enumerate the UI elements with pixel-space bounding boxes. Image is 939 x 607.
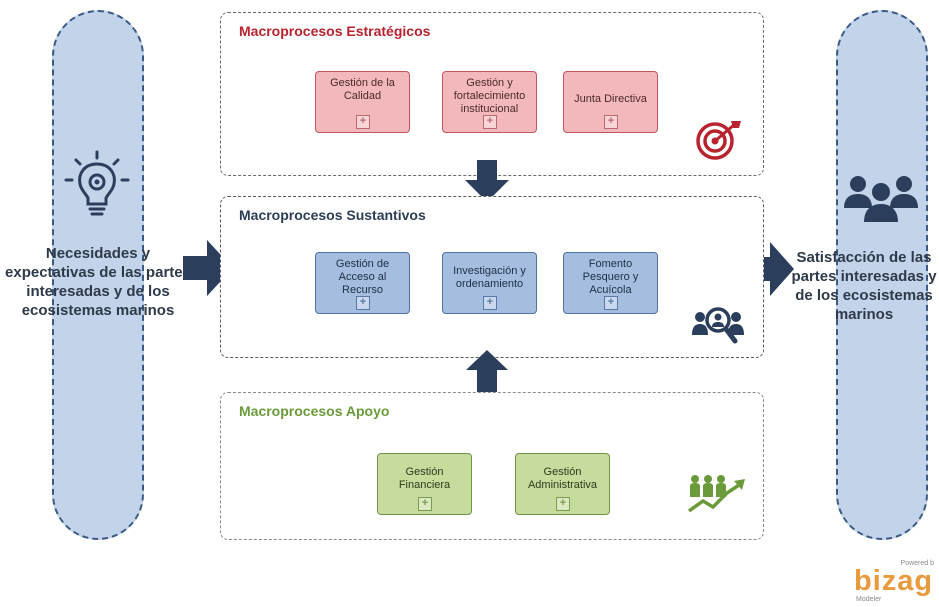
input-pill — [52, 10, 144, 540]
input-text: Necesidades y expectativas de las partes… — [5, 245, 191, 319]
group-title: Macroprocesos Apoyo — [239, 403, 390, 419]
process-fortalecimiento[interactable]: Gestión y fortalecimiento institucional … — [442, 71, 537, 133]
output-pill — [836, 10, 928, 540]
expand-icon[interactable]: + — [604, 115, 618, 129]
input-arrow — [183, 240, 233, 296]
target-icon — [696, 121, 741, 160]
process-label: Junta Directiva — [574, 93, 647, 105]
process-administrativa[interactable]: Gestión Administrativa + — [515, 453, 610, 515]
process-label: Fomento Pesquero y Acuícola — [582, 258, 639, 296]
expand-icon[interactable]: + — [483, 115, 497, 129]
up-arrow — [466, 350, 508, 392]
team-growth-icon — [687, 475, 745, 513]
process-label: Gestión de Acceso al Recurso — [335, 258, 390, 296]
process-label: Gestión y fortalecimiento institucional — [453, 77, 526, 115]
expand-icon[interactable]: + — [356, 115, 370, 129]
search-people-icon — [692, 307, 744, 344]
expand-icon[interactable]: + — [604, 296, 618, 310]
group-apoyo: Macroprocesos Apoyo Gestión Financiera +… — [220, 392, 764, 540]
process-label: Gestión Financiera — [398, 466, 451, 491]
watermark-brand: bizag — [854, 565, 934, 597]
process-financiera[interactable]: Gestión Financiera + — [377, 453, 472, 515]
group-sustantivos: Macroprocesos Sustantivos Gestión de Acc… — [220, 196, 764, 358]
expand-icon[interactable]: + — [483, 296, 497, 310]
people-group-icon — [844, 176, 918, 222]
group-title: Macroprocesos Estratégicos — [239, 23, 431, 39]
output-text: Satisfacción de las partes interesadas y… — [791, 249, 937, 323]
process-junta-directiva[interactable]: Junta Directiva + — [563, 71, 658, 133]
process-label: Investigación y ordenamiento — [453, 265, 526, 290]
expand-icon[interactable]: + — [418, 497, 432, 511]
group-estrategicos: Macroprocesos Estratégicos Gestión de la… — [220, 12, 764, 176]
process-fomento[interactable]: Fomento Pesquero y Acuícola + — [563, 252, 658, 314]
expand-icon[interactable]: + — [356, 296, 370, 310]
process-label: Gestión Administrativa — [527, 466, 598, 491]
lightbulb-gear-icon — [64, 150, 130, 216]
watermark-powered-by: Powered b — [900, 560, 934, 567]
output-arrow — [748, 242, 794, 296]
process-acceso-recurso[interactable]: Gestión de Acceso al Recurso + — [315, 252, 410, 314]
process-investigacion[interactable]: Investigación y ordenamiento + — [442, 252, 537, 314]
down-arrow — [465, 160, 509, 202]
bizagi-watermark: Powered b bizag Modeler — [850, 560, 938, 606]
watermark-product: Modeler — [856, 596, 882, 603]
group-title: Macroprocesos Sustantivos — [239, 207, 426, 223]
process-gestion-calidad[interactable]: Gestión de la Calidad + — [315, 71, 410, 133]
expand-icon[interactable]: + — [556, 497, 570, 511]
process-label: Gestión de la Calidad — [330, 77, 395, 102]
